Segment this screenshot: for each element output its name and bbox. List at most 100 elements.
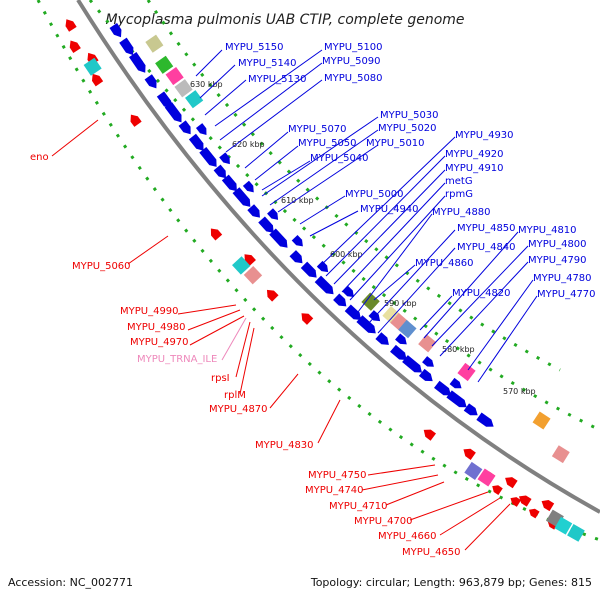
gene-label: MYPU_4850 xyxy=(457,223,516,234)
forward-gene-arrow xyxy=(109,23,122,38)
gene-label: MYPU_4860 xyxy=(415,258,474,269)
gene-label: MYPU_4820 xyxy=(452,288,511,299)
forward-gene-arrow xyxy=(269,228,288,248)
forward-gene-arrow xyxy=(199,146,217,167)
gc-dotted-ring xyxy=(88,0,600,432)
gene-label: MYPU_5140 xyxy=(238,58,297,69)
position-ticks: 630 kbp 620 kbp 610 kbp 600 kbp 590 kbp … xyxy=(190,80,536,396)
category-block xyxy=(145,34,164,53)
forward-gene-arrow xyxy=(300,261,317,278)
gene-label: MYPU_4790 xyxy=(528,255,587,266)
forward-gene-arrow xyxy=(446,390,467,408)
gene-label: MYPU_5070 xyxy=(288,124,347,135)
reverse-gene-arrow xyxy=(505,477,518,489)
forward-gene-arrow xyxy=(267,208,279,220)
category-block xyxy=(361,292,380,311)
category-block xyxy=(83,57,102,76)
forward-gene-arrow xyxy=(463,403,478,416)
forward-gene-arrow xyxy=(402,355,422,373)
genome-backbone xyxy=(76,0,600,514)
forward-gene-arrow xyxy=(434,380,451,396)
category-block xyxy=(243,265,263,285)
forward-gene-arrow xyxy=(164,102,182,123)
gene-label: metG xyxy=(445,176,473,187)
gene-label: MYPU_4780 xyxy=(533,273,592,284)
gene-label: MYPU_4700 xyxy=(354,516,413,527)
trna-leader-line xyxy=(221,317,247,361)
reverse-gene-arrow xyxy=(528,508,540,519)
forward-gene-arrow xyxy=(195,123,207,136)
gene-label: MYPU_5020 xyxy=(378,123,437,134)
reverse-gene-arrow xyxy=(130,114,142,127)
forward-gene-arrow xyxy=(291,234,303,247)
category-blocks xyxy=(83,34,585,542)
tick-label: 630 kbp xyxy=(190,80,223,89)
forward-gene-arrow xyxy=(156,91,172,109)
gene-label: MYPU_4880 xyxy=(432,207,491,218)
trna-label: MYPU_TRNA_ILE xyxy=(137,354,217,365)
category-block xyxy=(477,468,496,487)
gene-label: MYPU_4970 xyxy=(130,337,189,348)
forward-gene-arrow xyxy=(375,332,389,345)
gene-label: MYPU_5000 xyxy=(345,189,404,200)
gene-label: MYPU_4920 xyxy=(445,149,504,160)
reverse-labels: eno MYPU_5060 MYPU_4990 MYPU_4980 MYPU_4… xyxy=(30,152,461,558)
reverse-gene-arrow xyxy=(463,448,476,460)
category-block xyxy=(532,411,551,430)
forward-gene-arrow xyxy=(219,152,230,165)
gene-label: MYPU_5090 xyxy=(322,56,381,67)
forward-gene-arrow xyxy=(356,315,376,334)
gene-label: MYPU_5030 xyxy=(380,110,439,121)
tick-label: 570 kbp xyxy=(503,387,536,396)
forward-gene-arrow xyxy=(418,368,433,382)
tick-label: 600 kbp xyxy=(330,250,363,259)
reverse-gene-arrow xyxy=(541,500,555,512)
category-block xyxy=(232,256,251,275)
forward-gene-arrow xyxy=(314,275,334,295)
gene-label: MYPU_4990 xyxy=(120,306,179,317)
gene-label: MYPU_4660 xyxy=(378,531,437,542)
accession-text: Accession: NC_002771 xyxy=(8,576,133,589)
category-block xyxy=(457,362,476,382)
forward-gene-arrow xyxy=(247,204,260,218)
gene-label: MYPU_4800 xyxy=(528,239,587,250)
gene-label: MYPU_5130 xyxy=(248,74,307,85)
gene-label: MYPU_4810 xyxy=(518,225,577,236)
reverse-gene-arrow xyxy=(301,313,314,325)
gene-label: eno xyxy=(30,152,49,163)
forward-gene-arrow xyxy=(449,377,462,389)
forward-gene-arrow xyxy=(129,52,146,73)
forward-gene-arrow xyxy=(188,133,204,151)
forward-strand-features xyxy=(109,23,494,427)
genome-summary-text: Topology: circular; Length: 963,879 bp; … xyxy=(310,576,592,589)
reverse-gene-arrow xyxy=(423,429,437,441)
tick-label: 610 kbp xyxy=(281,196,314,205)
reverse-gene-arrow xyxy=(266,289,279,302)
gene-label: rpsI xyxy=(211,373,230,384)
gene-label: rplM xyxy=(224,390,246,401)
category-block xyxy=(174,79,193,98)
forward-gene-arrow xyxy=(178,120,191,135)
forward-gene-arrow xyxy=(242,180,254,193)
gene-label: MYPU_4870 xyxy=(209,404,268,415)
reverse-gene-arrow xyxy=(518,495,532,507)
gene-label: MYPU_4830 xyxy=(255,440,314,451)
category-block xyxy=(418,334,437,353)
tick-label: 580 kbp xyxy=(442,345,475,354)
gene-label: MYPU_5080 xyxy=(324,73,383,84)
gene-label: MYPU_5040 xyxy=(310,153,369,164)
gene-label: MYPU_4750 xyxy=(308,470,367,481)
forward-leader-lines xyxy=(195,49,538,383)
forward-gene-arrow xyxy=(422,356,434,367)
forward-gene-arrow xyxy=(289,250,303,264)
gene-label: MYPU_4740 xyxy=(305,485,364,496)
forward-gene-arrow xyxy=(390,344,407,360)
forward-gene-arrow xyxy=(213,164,226,179)
reverse-gene-arrow xyxy=(510,497,522,507)
tick-label: 620 kbp xyxy=(232,140,265,149)
forward-gene-arrow xyxy=(344,304,361,321)
category-block xyxy=(398,319,417,339)
gene-label: MYPU_4910 xyxy=(445,163,504,174)
forward-gene-arrow xyxy=(333,293,347,307)
